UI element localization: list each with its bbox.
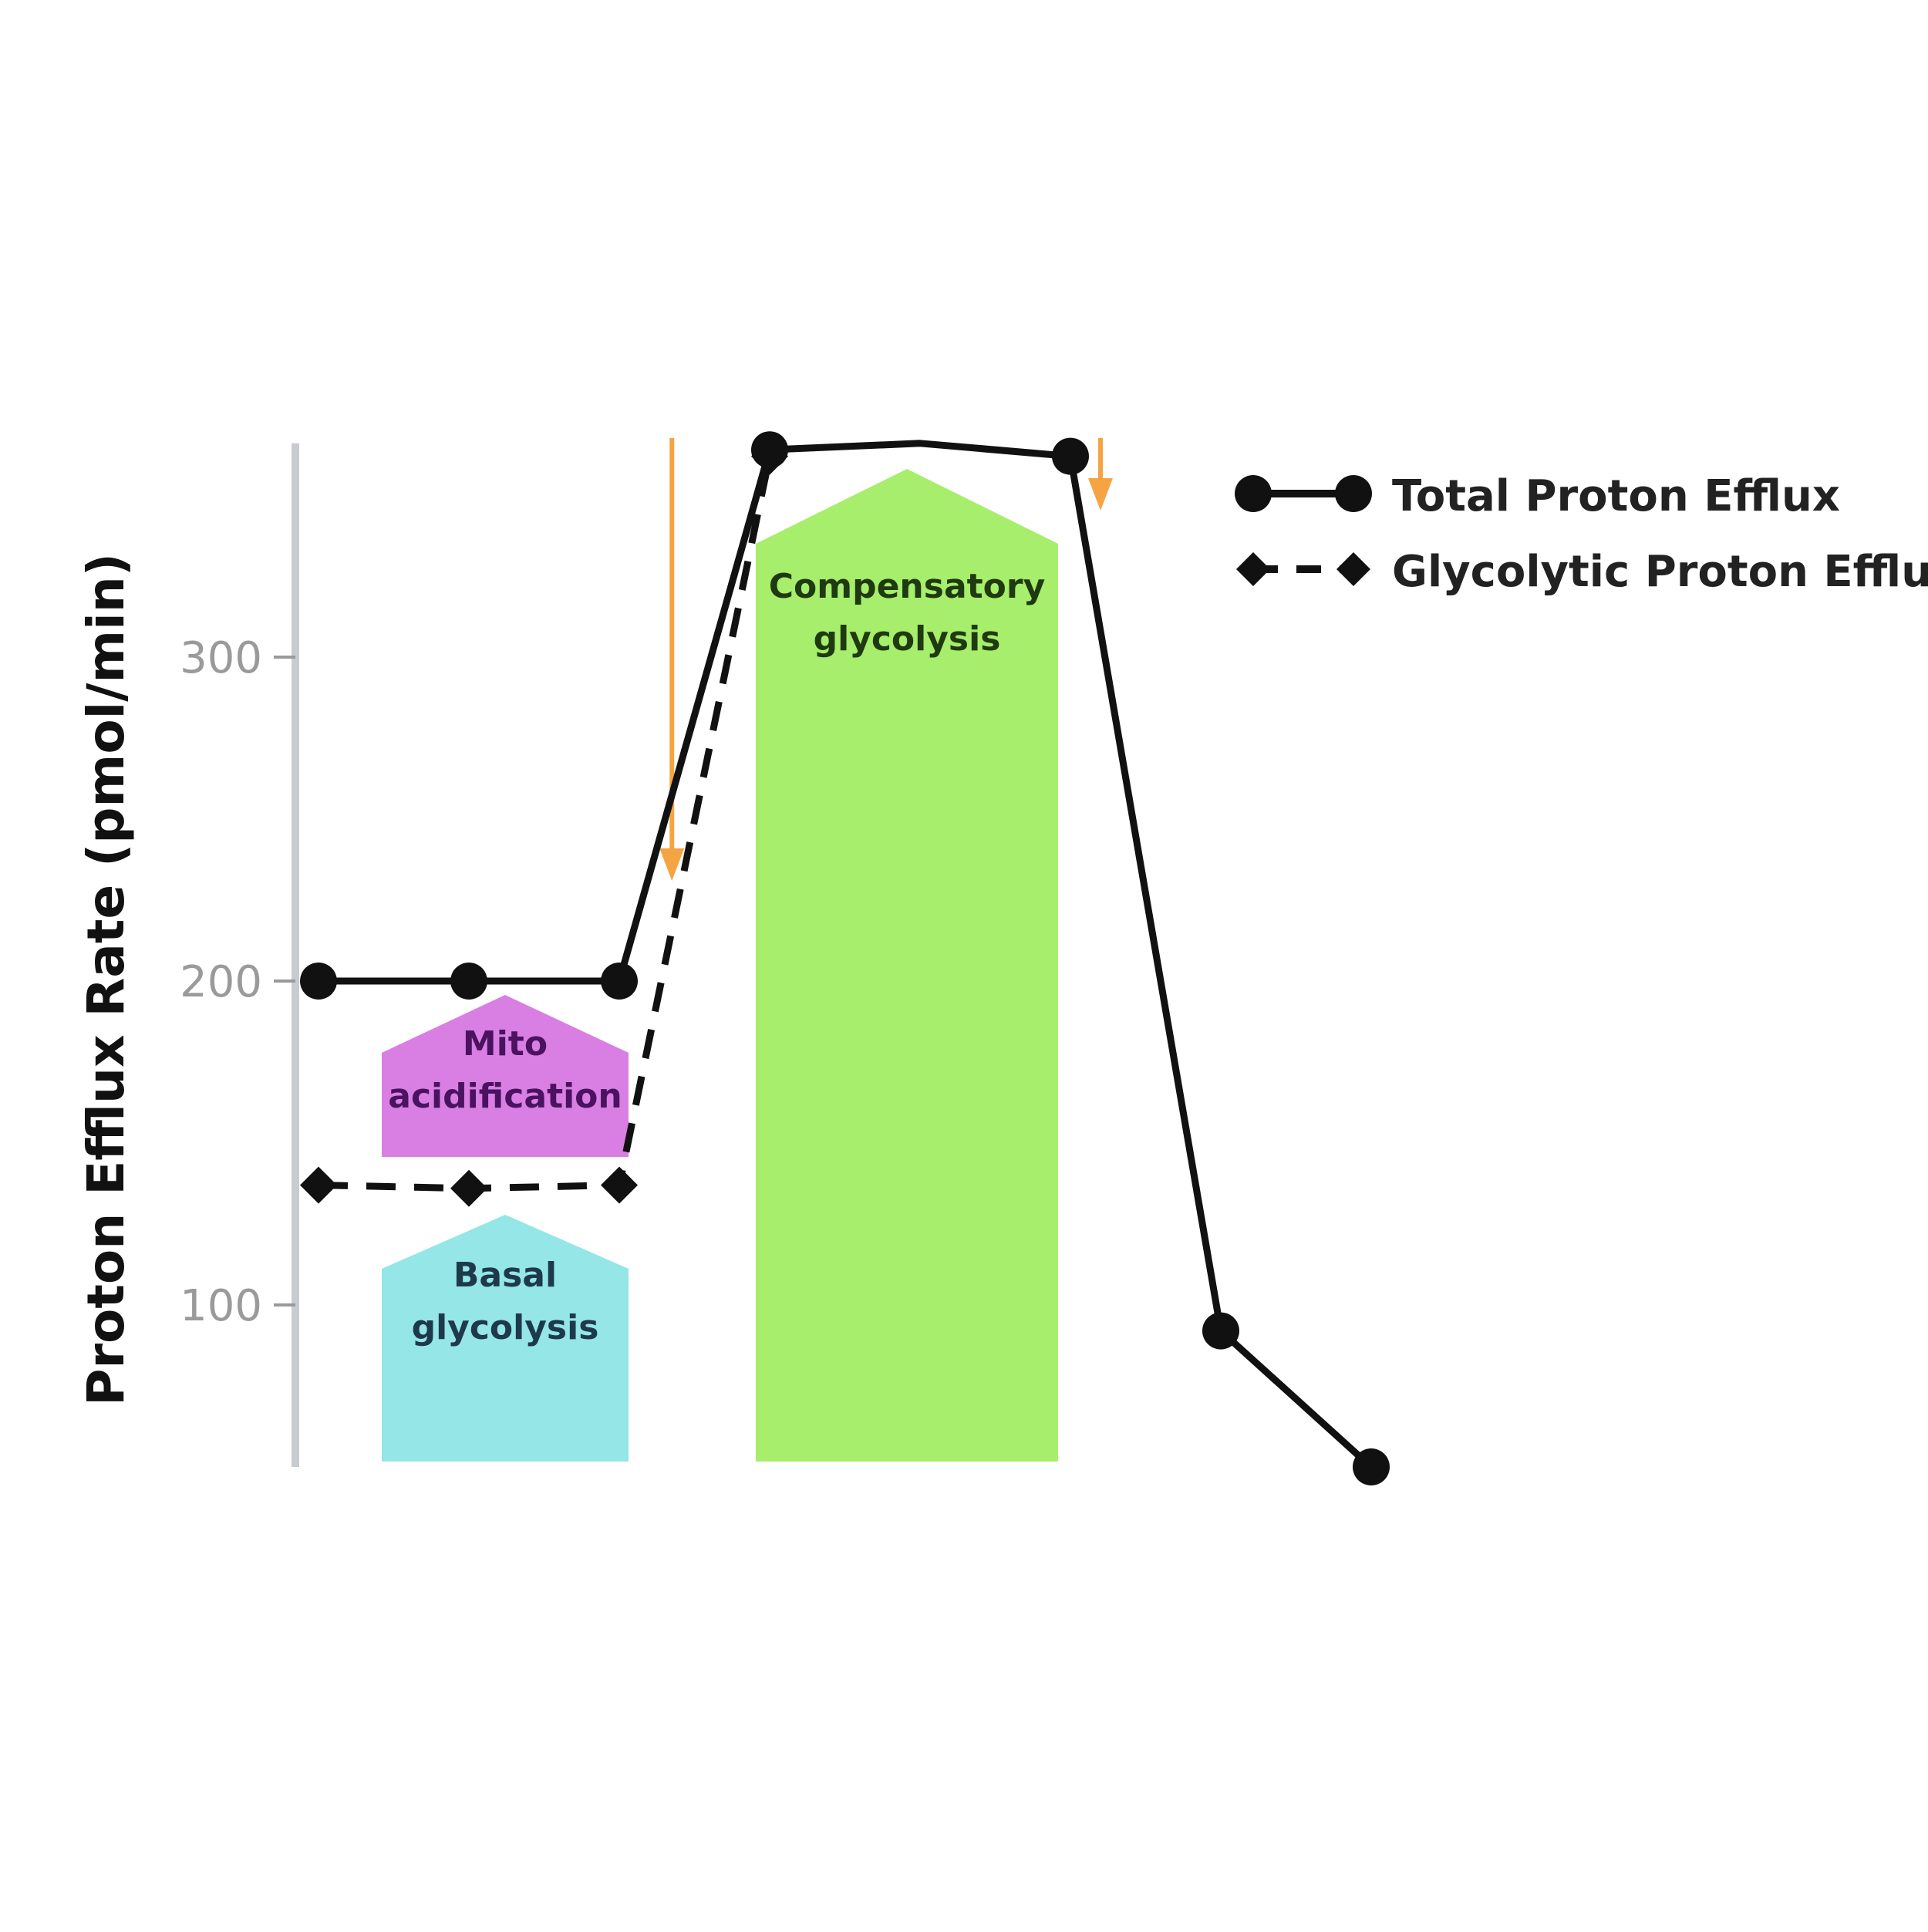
basal-glycolysis-band <box>382 1215 629 1462</box>
compensatory-label-line1: Compensatory <box>769 567 1046 606</box>
injection-arrowhead <box>659 848 685 881</box>
basal-label-line1: Basal <box>453 1256 557 1295</box>
legend-glycolytic-proton-efflux: Glycolytic Proton Efflux <box>1392 547 1928 597</box>
total-point <box>450 963 487 1000</box>
legend-solid-marker <box>1335 475 1372 512</box>
total-point <box>1052 437 1089 475</box>
annotation-bands <box>382 469 1058 1462</box>
legend-solid-marker <box>1235 475 1272 512</box>
injection-arrowhead <box>1088 478 1113 511</box>
mito-label-line1: Mito <box>463 1024 548 1064</box>
total-point <box>1202 1312 1239 1350</box>
compensatory-label-line2: glycolysis <box>814 619 1001 659</box>
glycolytic-point <box>601 1166 638 1204</box>
y-tick-label: 200 <box>180 957 262 1007</box>
y-ticks: 100 200 300 <box>180 633 295 1331</box>
total-point <box>1353 1448 1390 1485</box>
glycolytic-point <box>300 1166 337 1204</box>
mito-label-line2: acidification <box>388 1077 622 1116</box>
legend-dashed-marker <box>1336 552 1370 586</box>
legend-total-proton-efflux: Total Proton Efflux <box>1392 471 1840 521</box>
y-tick-label: 300 <box>180 633 262 683</box>
glycolytic-proton-efflux-line <box>318 455 774 1192</box>
total-point <box>300 963 337 1000</box>
legend-dashed-marker <box>1236 552 1270 586</box>
series-layer <box>300 431 1390 1485</box>
y-axis: 100 200 300 <box>180 443 299 1467</box>
legend: Total Proton Efflux Glycolytic Proton Ef… <box>1235 471 1928 597</box>
glycolytic-point <box>751 437 788 475</box>
total-proton-efflux-line <box>319 440 1374 1470</box>
glycolytic-point <box>450 1169 487 1207</box>
y-tick-label: 100 <box>180 1281 262 1331</box>
basal-label-line2: glycolysis <box>412 1308 599 1347</box>
y-axis-title: Proton Efflux Rate (pmol/min) <box>76 553 136 1406</box>
compensatory-glycolysis-band <box>756 469 1058 1462</box>
mito-acidification-band <box>382 995 629 1157</box>
total-point <box>601 963 638 1000</box>
